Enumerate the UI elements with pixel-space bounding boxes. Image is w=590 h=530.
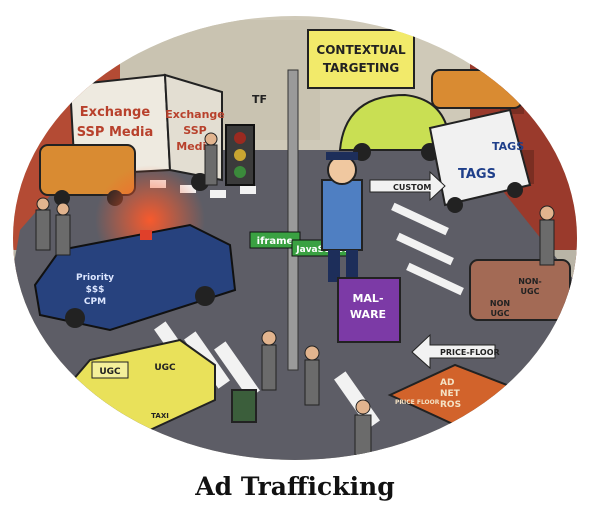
billboard-line-1: CONTEXTUAL: [316, 43, 406, 57]
orange-car-right: [431, 69, 523, 109]
crate-line-1: AD: [440, 378, 454, 388]
taxi-roof-label: UGC: [99, 367, 121, 377]
police-car: Priority $$$ CPM: [33, 223, 237, 332]
malware-line-1: MAL-: [352, 292, 383, 305]
tags-truck-back: TAGS: [492, 140, 524, 153]
crate-line-3: ROS: [440, 400, 461, 410]
street-sign-iframe-label: iframe: [257, 236, 294, 247]
police-car-line-3: CPM: [84, 297, 106, 307]
custom-arrow-marking: CUSTOM: [369, 170, 446, 202]
malware-line-2: WARE: [350, 308, 386, 321]
non-ugc-line-3: NON: [490, 299, 510, 308]
taxi-door-label: TAXI: [151, 412, 169, 420]
truck-back-line-3: Media: [176, 140, 213, 153]
truck-back-line-2: SSP: [183, 124, 206, 137]
traffic-light: [225, 124, 255, 186]
price-floor-arrow: PRICE-FLOOR: [411, 333, 500, 370]
truck-back-line-1: Exchange: [165, 108, 225, 121]
tags-truck: TAGS TAGS: [428, 108, 532, 213]
tags-truck-side: TAGS: [458, 167, 496, 182]
traffic-cop: [321, 152, 363, 282]
truck-side-line-1: Exchange: [80, 105, 151, 120]
crate-line-2: NET: [440, 389, 461, 399]
non-ugc-car: NON- UGC NON UGC: [469, 259, 571, 321]
non-ugc-line-4: UGC: [491, 309, 510, 318]
police-car-line-2: $$$: [86, 285, 105, 295]
non-ugc-line-1: NON-: [518, 277, 542, 286]
billboard-contextual-targeting: CONTEXTUAL TARGETING: [307, 29, 415, 89]
billboard-line-2: TARGETING: [323, 61, 399, 75]
non-ugc-line-2: UGC: [521, 287, 540, 296]
trash-can: [231, 389, 257, 423]
artist-signature: TF: [252, 93, 267, 106]
taxi-hood-label: UGC: [154, 363, 176, 373]
cartoon-caption: Ad Trafficking: [195, 472, 395, 501]
price-floor-label: PRICE-FLOOR: [440, 348, 500, 357]
police-car-line-1: Priority: [76, 273, 114, 283]
truck-side-line-2: SSP Media: [77, 125, 153, 140]
malware-figure: MAL- WARE: [337, 277, 401, 343]
crate-small-label: PRICE FLOOR: [395, 399, 440, 406]
cartoon-scene: CONTEXTUAL TARGETING TF Exchange SSP Med…: [13, 16, 577, 460]
street-pole: [287, 69, 299, 371]
custom-arrow-label: CUSTOM: [393, 183, 431, 192]
pedestrians: [35, 132, 555, 456]
crosswalk-right: [391, 202, 464, 296]
